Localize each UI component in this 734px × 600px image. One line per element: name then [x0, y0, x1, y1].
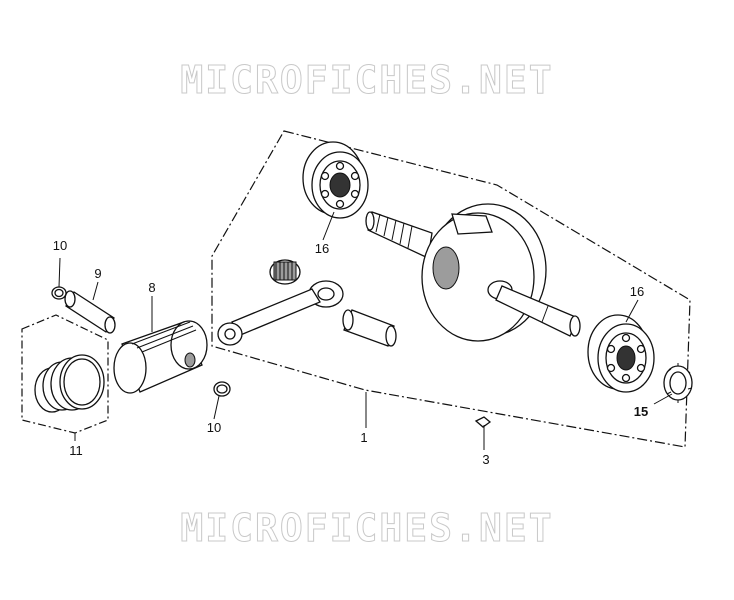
leader-line: [213, 395, 220, 420]
needle-bearing: [269, 259, 301, 285]
crank-pin: [342, 309, 397, 347]
crankshaft-part[interactable]: [365, 203, 581, 342]
piston-pin-part[interactable]: [64, 290, 116, 334]
leader-line: [653, 393, 673, 405]
circlip-upper-part[interactable]: [51, 286, 67, 300]
callout-1: 1: [360, 430, 367, 445]
connecting-rod: [217, 280, 344, 346]
washer-part[interactable]: [663, 363, 693, 403]
callout-10-lower: 10: [207, 420, 221, 435]
callout-16-upper: 16: [315, 241, 329, 256]
callout-8: 8: [148, 280, 155, 295]
leader-line: [58, 257, 61, 288]
callout-16-right: 16: [630, 284, 644, 299]
leader-line: [625, 299, 639, 323]
piston-part[interactable]: [113, 320, 208, 394]
callout-10-upper: 10: [53, 238, 67, 253]
leader-line: [322, 211, 335, 241]
watermark-bottom: MICROFICHES.NET: [180, 506, 554, 551]
crankshaft-assembly-boundary: [211, 130, 691, 448]
woodruff-key-part[interactable]: [474, 416, 492, 428]
piston-ring-set-part[interactable]: [34, 354, 105, 413]
bearing-upper-part[interactable]: [302, 141, 369, 219]
leader-line: [92, 281, 99, 301]
callout-11: 11: [69, 443, 83, 458]
callout-15: 15: [634, 404, 648, 419]
callout-3: 3: [482, 452, 489, 467]
piston-ring-set-boundary: [21, 314, 109, 434]
bearing-right-part[interactable]: [587, 314, 655, 393]
callout-9: 9: [94, 266, 101, 281]
circlip-lower-part[interactable]: [213, 381, 231, 397]
watermark-top: MICROFICHES.NET: [180, 58, 554, 103]
